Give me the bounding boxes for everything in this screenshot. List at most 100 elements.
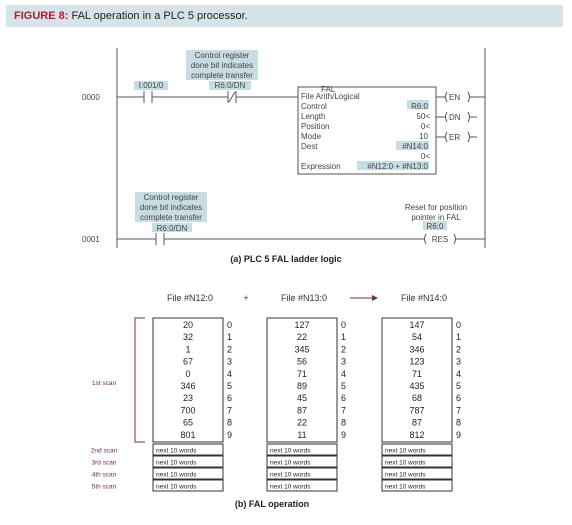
fal-row-value-1: R6:0 [411,102,428,111]
file-n12-index-1: 1 [227,332,232,342]
file-n12-index-6: 6 [227,393,232,403]
first-scan-label: 1st scan [92,380,117,387]
coil-dn-label: DN [449,113,461,122]
file-n13-index-8: 8 [341,418,346,428]
file-n12-index-3: 3 [227,357,232,367]
file-n13-index-4: 4 [341,369,346,379]
scan-row-box-n14-4 [381,467,453,480]
file-n12-index-5: 5 [227,381,232,391]
fal-row-value-5: #N14:0 [402,142,428,151]
file-boxes [152,317,453,443]
file-n13-index-9: 9 [341,430,346,440]
done-bit-address-2: R6:0/DN [157,224,188,233]
file-n12-value-7: 700 [180,405,195,415]
ladder-diagram [116,48,486,248]
scan-row-box-n13-4 [266,467,338,480]
file-n13-index-1: 1 [341,332,346,342]
file-header-n12: File #N12:0 [167,293,213,303]
file-n14-value-8: 87 [412,418,422,428]
scan-row-text-n14-2: next 10 words [385,448,426,455]
figure-title: FAL operation in a PLC 5 processor. [71,10,248,22]
coil-er-label: ER [449,133,460,142]
file-n14-index-7: 7 [456,405,461,415]
ladder-highlights [134,50,447,232]
file-n13-index-6: 6 [341,393,346,403]
file-n12-value-8: 65 [183,418,193,428]
scan-row-box-n13-2 [266,443,338,456]
scan-row-text-n12-4: next 10 words [156,472,197,479]
fal-title: FAL [321,85,336,94]
file-n12-box [152,317,224,443]
scan-row-box-n13-3 [266,455,338,468]
figure-label: FIGURE 8: [14,10,69,22]
fal-row-value-2: 50< [416,112,430,121]
file-n13-value-5: 89 [297,381,307,391]
done-bit-address: R6:0/DN [215,81,246,90]
file-n14-index-0: 0 [456,320,461,330]
file-n12-value-3: 67 [183,357,193,367]
fal-row-value-6: 0< [421,152,430,161]
control-note-line-1: Control register [195,51,250,60]
file-n12-value-4: 0 [185,369,190,379]
first-scan-bracket [134,317,145,443]
scan-row-box-n12-4 [152,467,224,480]
fal-row-label-3: Position [301,122,329,131]
scan-row-text-n14-3: next 10 words [385,460,426,467]
plus-sign: + [243,293,248,303]
scan-row-text-n13-5: next 10 words [270,484,311,491]
control-note-2-line-2: done bit indicates [140,203,202,212]
fal-row-value-4: 10 [419,132,428,141]
scan-label-5: 5th scan [92,484,117,491]
file-n14-box [381,317,453,443]
res-coil-label: RES [432,235,448,244]
scan-label-4: 4th scan [92,472,117,479]
file-n13-value-7: 87 [297,405,307,415]
scan-row-box-n12-3 [152,455,224,468]
fal-expression-value: #N12:0 + #N13:0 [367,162,428,171]
file-n12-value-6: 23 [183,393,193,403]
file-n13-value-2: 345 [294,344,309,354]
fal-row-label-4: Mode [301,132,322,141]
file-n13-index-7: 7 [341,405,346,415]
file-header-n13: File #N13:0 [281,293,327,303]
file-n12-index-8: 8 [227,418,232,428]
ladder-caption: (a) PLC 5 FAL ladder logic [230,254,341,264]
reset-note-line-1: Reset for position [405,203,467,212]
fal-box [297,86,437,175]
scan-row-box-n14-2 [381,443,453,456]
file-n14-value-9: 812 [409,430,424,440]
file-n14-index-4: 4 [456,369,461,379]
file-n12-index-2: 2 [227,344,232,354]
reset-note-line-2: pointer in FAL [411,213,461,222]
file-n13-box [266,317,338,443]
coil-en-label: EN [449,93,460,102]
result-arrow [350,295,378,301]
file-n14-value-7: 787 [409,405,424,415]
file-n12-value-0: 20 [183,320,193,330]
scan-row-text-n14-5: next 10 words [385,484,426,491]
control-note-line-3: complete transfer [191,71,253,80]
file-n14-value-1: 54 [412,332,422,342]
scan-row-text-n14-4: next 10 words [385,472,426,479]
scan-row-box-n12-5 [152,479,224,492]
file-n12-index-0: 0 [227,320,232,330]
file-n12-value-1: 32 [183,332,193,342]
file-n12-value-9: 801 [180,430,195,440]
file-n13-value-0: 127 [294,320,309,330]
file-n14-value-2: 346 [409,344,424,354]
file-n14-index-1: 1 [456,332,461,342]
control-note-line-2: done bit indicates [191,61,253,70]
fal-expression-label: Expression [301,162,341,171]
file-n13-index-5: 5 [341,381,346,391]
file-n14-value-4: 71 [412,369,422,379]
file-n12-value-5: 346 [180,381,195,391]
scan-row-text-n12-5: next 10 words [156,484,197,491]
file-n12-index-4: 4 [227,369,232,379]
scan-row-box-n13-5 [266,479,338,492]
file-n13-index-2: 2 [341,344,346,354]
file-n14-index-8: 8 [456,418,461,428]
figure-header: FIGURE 8: FAL operation in a PLC 5 proce… [6,5,563,27]
file-n13-value-1: 22 [297,332,307,342]
rung-0-number: 0000 [82,93,100,102]
file-n14-index-2: 2 [456,344,461,354]
